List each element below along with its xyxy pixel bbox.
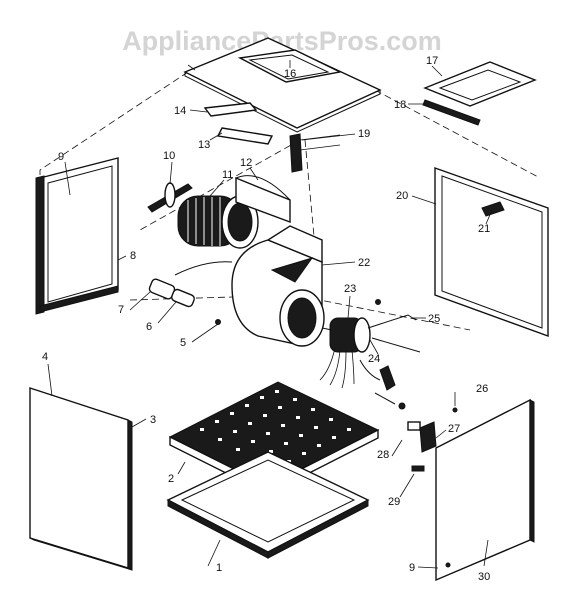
callout-5: 5 bbox=[180, 337, 186, 349]
callout-25: 25 bbox=[428, 313, 440, 325]
bracket bbox=[147, 182, 193, 213]
callout-10: 10 bbox=[163, 150, 175, 162]
support-strips bbox=[203, 102, 341, 173]
callout-12: 12 bbox=[240, 157, 252, 169]
callout-20: 20 bbox=[396, 190, 408, 202]
callout-8: 8 bbox=[130, 250, 136, 262]
callout-18: 18 bbox=[394, 99, 406, 111]
callout-labels: 1 2 3 4 5 6 7 8 9 9 10 11 12 13 14 16 17… bbox=[42, 55, 490, 583]
callout-9-bottom: 9 bbox=[409, 562, 415, 574]
callout-11: 11 bbox=[222, 169, 233, 181]
callout-16: 16 bbox=[284, 68, 296, 80]
callout-17: 17 bbox=[426, 55, 438, 67]
callout-21: 21 bbox=[478, 223, 490, 235]
filter-door bbox=[422, 61, 537, 126]
callout-22: 22 bbox=[358, 257, 370, 269]
service-door bbox=[435, 398, 535, 582]
callout-9-top: 9 bbox=[58, 151, 64, 163]
callout-6: 6 bbox=[146, 321, 152, 333]
callout-13: 13 bbox=[198, 139, 210, 151]
callout-23: 23 bbox=[344, 283, 356, 295]
callout-27: 27 bbox=[448, 423, 460, 435]
left-side-panel bbox=[35, 157, 119, 315]
callout-7: 7 bbox=[118, 304, 124, 316]
callout-30: 30 bbox=[478, 571, 490, 583]
callout-1: 1 bbox=[216, 562, 222, 574]
blower-housing bbox=[231, 225, 325, 347]
callout-3: 3 bbox=[150, 414, 156, 426]
right-side-panel bbox=[434, 167, 549, 337]
screws bbox=[215, 299, 458, 413]
callout-4: 4 bbox=[42, 351, 48, 363]
callout-29: 29 bbox=[388, 496, 400, 508]
cutoff-plate bbox=[235, 175, 291, 224]
callout-24: 24 bbox=[368, 353, 380, 365]
motor-mount bbox=[359, 314, 421, 405]
blower-motor bbox=[319, 317, 371, 389]
filter-frame bbox=[166, 451, 370, 559]
callout-2: 2 bbox=[168, 473, 174, 485]
callout-19: 19 bbox=[358, 128, 370, 140]
callout-14: 14 bbox=[174, 105, 186, 117]
switch-bracket bbox=[407, 421, 437, 472]
front-access-panel bbox=[29, 387, 133, 571]
blower-wheel bbox=[177, 195, 259, 249]
callout-26: 26 bbox=[476, 383, 488, 395]
leader-lines bbox=[47, 60, 493, 569]
capacitor bbox=[148, 261, 233, 308]
callout-28: 28 bbox=[377, 449, 389, 461]
